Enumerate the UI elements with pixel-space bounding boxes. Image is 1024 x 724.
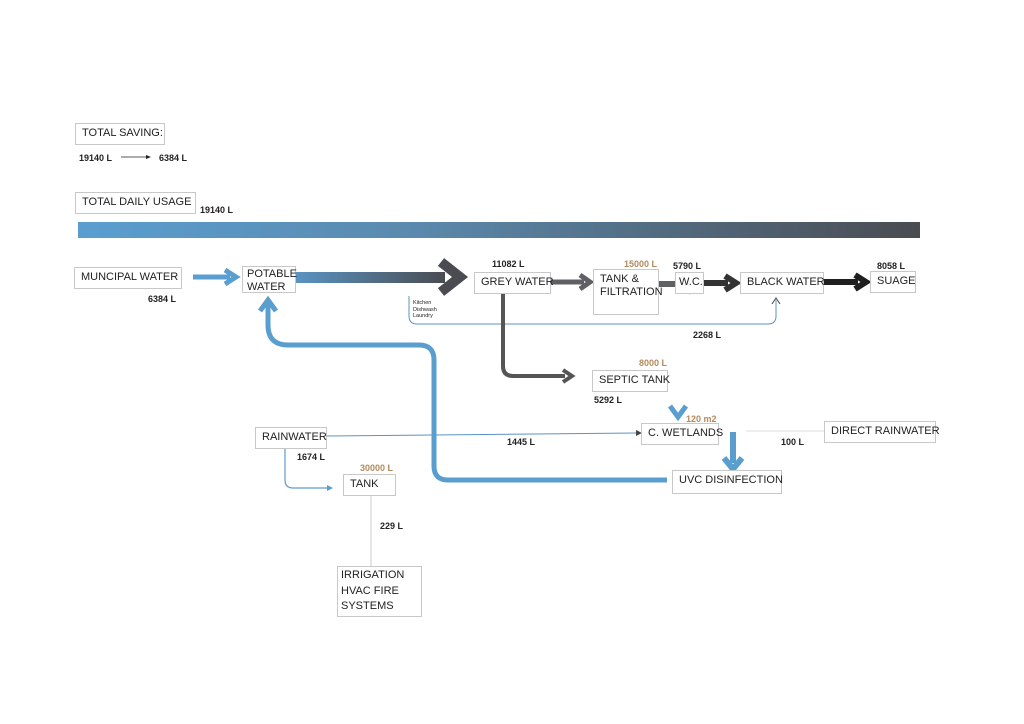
arrow-septic-to-wetlands <box>667 378 689 422</box>
flow-suage: 8058 L <box>877 261 906 271</box>
flow-wc: 5790 L <box>673 261 702 271</box>
arrow-grey-to-tank <box>551 272 595 292</box>
total-daily-usage-value: 19140 L <box>200 205 234 215</box>
node-septic-tank: SEPTIC TANK <box>592 370 670 392</box>
node-direct-rainwater: DIRECT RAINWATER <box>824 421 940 443</box>
arrow-municipal-to-potable <box>193 267 241 287</box>
arrow-potable-to-grey <box>296 258 469 296</box>
node-irrigation-hvac-fire: IRRIGATION HVAC FIRE SYSTEMS <box>337 566 422 617</box>
flow-rainwater: 1674 L <box>297 452 326 462</box>
flow-grey-water: 11082 L <box>492 259 525 269</box>
arrow-rain-to-tank <box>284 448 333 491</box>
capacity-septic-tank: 8000 L <box>639 358 668 368</box>
node-rainwater: RAINWATER <box>255 427 327 449</box>
node-c-wetlands: C. WETLANDS <box>641 423 723 445</box>
node-suage: SUAGE <box>870 271 916 293</box>
arrow-grey-to-septic <box>501 294 576 384</box>
arrow-rain-to-wetlands <box>326 430 642 437</box>
arrow-uvc-to-potable <box>257 295 667 483</box>
capacity-tank: 30000 L <box>360 463 394 473</box>
grey-water-sources: Kitchen Dishwash Laundry <box>413 300 437 319</box>
capacity-tank-filtration: 15000 L <box>624 259 658 269</box>
usage-gradient-bar <box>78 222 920 238</box>
flow-direct-rain: 100 L <box>781 437 805 447</box>
saving-arrow <box>121 155 151 159</box>
flow-kitchen-to-black: 2268 L <box>693 330 722 340</box>
node-tank-filtration: TANK & FILTRATION <box>593 269 663 315</box>
node-municipal-water: MUNCIPAL WATER <box>74 267 182 289</box>
node-potable-water: POTABLE WATER <box>242 266 297 293</box>
arrow-wetlands-to-uvc <box>721 432 745 474</box>
flow-tank-out: 229 L <box>380 521 404 531</box>
flow-rain-to-wetlands: 1445 L <box>507 437 536 447</box>
arrow-wc-to-black <box>704 273 742 293</box>
total-saving-to: 6384 L <box>159 153 188 163</box>
node-uvc-disinfection: UVC DISINFECTION <box>672 470 783 494</box>
arrow-kitchen-to-black <box>408 296 781 325</box>
arrow-black-to-suage <box>824 272 872 292</box>
node-tank: TANK <box>343 474 396 496</box>
node-black-water: BLACK WATER <box>740 272 825 294</box>
node-grey-water: GREY WATER <box>474 272 554 294</box>
flow-municipal: 6384 L <box>148 294 177 304</box>
total-saving-from: 19140 L <box>79 153 113 163</box>
capacity-wetlands: 120 m2 <box>686 414 717 424</box>
node-wc: W.C. <box>675 272 704 294</box>
flow-septic: 5292 L <box>594 395 623 405</box>
total-daily-usage-label: TOTAL DAILY USAGE <box>75 192 196 214</box>
total-saving-label: TOTAL SAVING: <box>75 123 165 145</box>
